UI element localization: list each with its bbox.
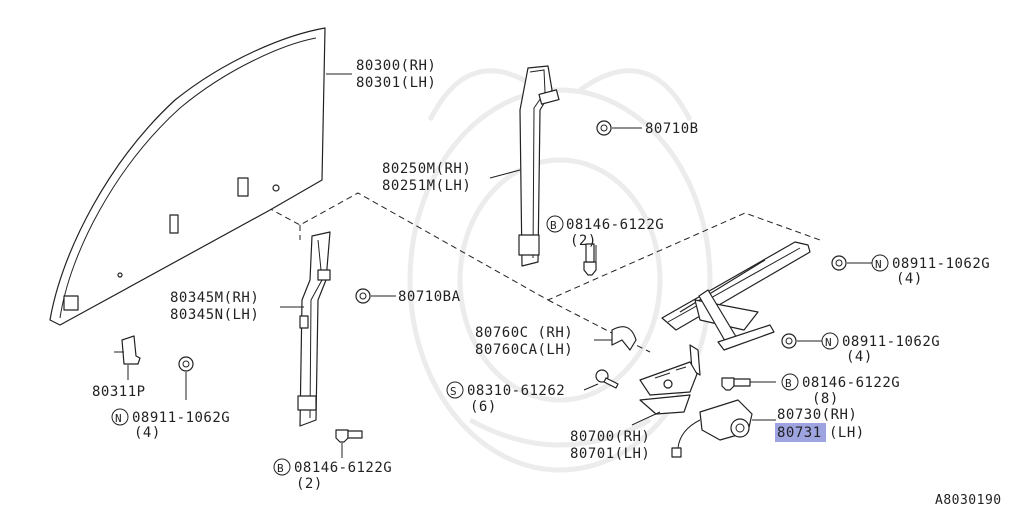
badge-circle-n-1 <box>871 254 889 272</box>
rear-glass-channel <box>518 65 560 267</box>
label-rear-channel-lh: 80251M(LH) <box>382 178 471 194</box>
qty-nut-regulator-top: (4) <box>896 271 923 287</box>
badge-circle-b-2 <box>781 373 799 391</box>
label-rear-channel-rh: 80250M(RH) <box>382 161 471 177</box>
label-stopper-rh: 80760C (RH) <box>475 325 573 341</box>
badge-circle-s <box>446 381 464 399</box>
qty-screw-regulator: (6) <box>470 399 497 415</box>
glass-stopper <box>611 326 637 351</box>
front-glass-channel <box>297 231 331 427</box>
badge-circle-n-3 <box>111 408 129 426</box>
bolt-80710ba <box>355 288 371 304</box>
qty-nut-bracket: (4) <box>134 425 161 441</box>
leader-regulator <box>631 411 661 426</box>
label-glass-lh: 80301(LH) <box>356 75 436 91</box>
bolt-regulator <box>721 377 751 391</box>
badge-b-rear-channel: B <box>550 219 557 232</box>
bolt-80710b <box>596 120 612 136</box>
badge-s-regulator: S <box>450 385 457 398</box>
screw-regulator <box>595 369 619 389</box>
label-front-channel-lh: 80345N(LH) <box>170 307 259 323</box>
label-bolt-top: 80710B <box>645 121 699 137</box>
qty-nut-regulator-mid: (4) <box>846 349 873 365</box>
badge-circle-b-3 <box>273 458 291 476</box>
label-motor-rh: 80730(RH) <box>777 407 857 423</box>
bolt-front-lower <box>335 429 363 443</box>
badge-n-regulator-mid: N <box>825 336 832 349</box>
label-motor-lh-part[interactable]: 80731 <box>777 425 822 441</box>
badge-b-regulator: B <box>785 377 792 390</box>
label-stopper-lh: 80760CA(LH) <box>475 342 573 358</box>
label-front-channel-rh: 80345M(RH) <box>170 290 259 306</box>
nut-bracket <box>178 356 194 372</box>
label-bolt-regulator: 08146-6122G <box>802 375 900 391</box>
label-regulator-rh: 80700(RH) <box>570 429 650 445</box>
watermark-emblem <box>407 68 713 473</box>
label-nut-regulator-mid: 08911-1062G <box>842 334 940 350</box>
label-regulator-lh: 80701(LH) <box>570 446 650 462</box>
badge-n-bracket: N <box>115 412 122 425</box>
label-nut-bracket: 08911-1062G <box>132 410 230 426</box>
badge-b-front-lower: B <box>277 462 284 475</box>
door-glass <box>49 27 326 326</box>
badge-circle-n-2 <box>821 332 839 350</box>
qty-bolt-regulator: (8) <box>812 391 839 407</box>
label-nut-regulator-top: 08911-1062G <box>892 256 990 272</box>
qty-bolt-front-lower: (2) <box>296 476 323 492</box>
label-motor-lh-suffix: (LH) <box>829 425 865 441</box>
qty-bolt-rear-channel: (2) <box>570 233 597 249</box>
badge-n-regulator-top: N <box>875 258 882 271</box>
label-glass-rh: 80300(RH) <box>356 58 436 74</box>
label-bolt-front-channel: 80710BA <box>398 289 461 305</box>
highlight-motor-lh <box>775 423 826 442</box>
label-bracket: 80311P <box>92 384 146 400</box>
bracket-80311p <box>114 335 141 365</box>
diagram-code: A8030190 <box>935 493 1002 508</box>
label-screw-regulator: 08310-61262 <box>467 383 565 399</box>
badge-circle-b-1 <box>546 215 564 233</box>
label-bolt-rear-channel: 08146-6122G <box>566 217 664 233</box>
leader-rear-channel <box>489 169 521 179</box>
window-regulator <box>639 241 811 415</box>
regulator-motor <box>671 399 753 458</box>
leader-screw-regulator <box>583 383 599 391</box>
nut-regulator-mid <box>781 333 797 349</box>
label-bolt-front-lower: 08146-6122G <box>294 460 392 476</box>
nut-regulator-top <box>831 255 847 271</box>
